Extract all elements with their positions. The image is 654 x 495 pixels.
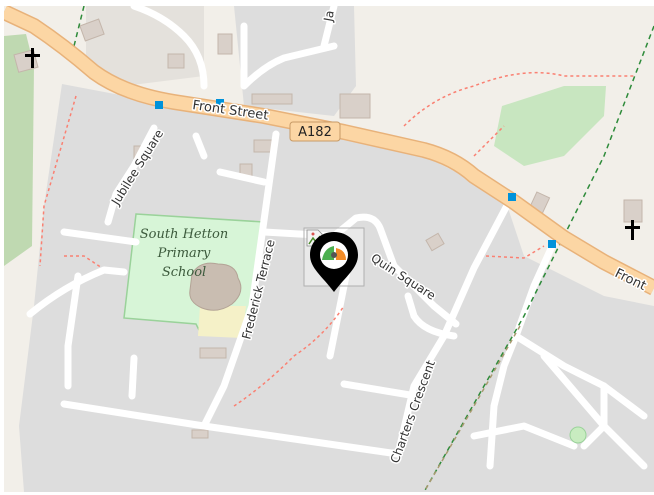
school-building [189,262,242,311]
front-street-road[interactable] [4,6,654,294]
map-marker[interactable] [303,227,365,292]
map-viewport[interactable]: A182 Front Street Front Jubilee Square Q… [4,6,654,492]
bus-stop-icon[interactable] [155,101,163,109]
bus-stops [155,99,556,248]
pond-or-green [569,426,587,444]
school-label-line2: Primary [157,246,211,261]
school-label-line3: School [162,265,206,280]
school-label-line1: South Hetton [140,227,229,242]
woodland-area [4,34,34,266]
minor-roads [26,6,648,470]
partial-road-label: Ja [321,9,337,23]
place-of-worship-cross-icon [25,48,40,68]
marker-logo-green [322,246,334,260]
park-area [494,86,606,166]
marker-logo-orange [336,248,346,260]
bus-stop-icon[interactable] [548,240,556,248]
school-yard [198,306,246,338]
marker-logo-center [331,252,337,258]
footpaths [39,71,634,407]
place-of-worship-cross-icon [625,220,640,240]
track-path [73,6,654,492]
bus-stop-icon[interactable] [216,99,224,107]
bus-stop-icon[interactable] [508,193,516,201]
map-canvas[interactable]: A182 Front Street Front Jubilee Square Q… [4,6,654,492]
road-ref-shield: A182 [289,121,341,142]
road-ref-label: A182 [298,125,332,140]
